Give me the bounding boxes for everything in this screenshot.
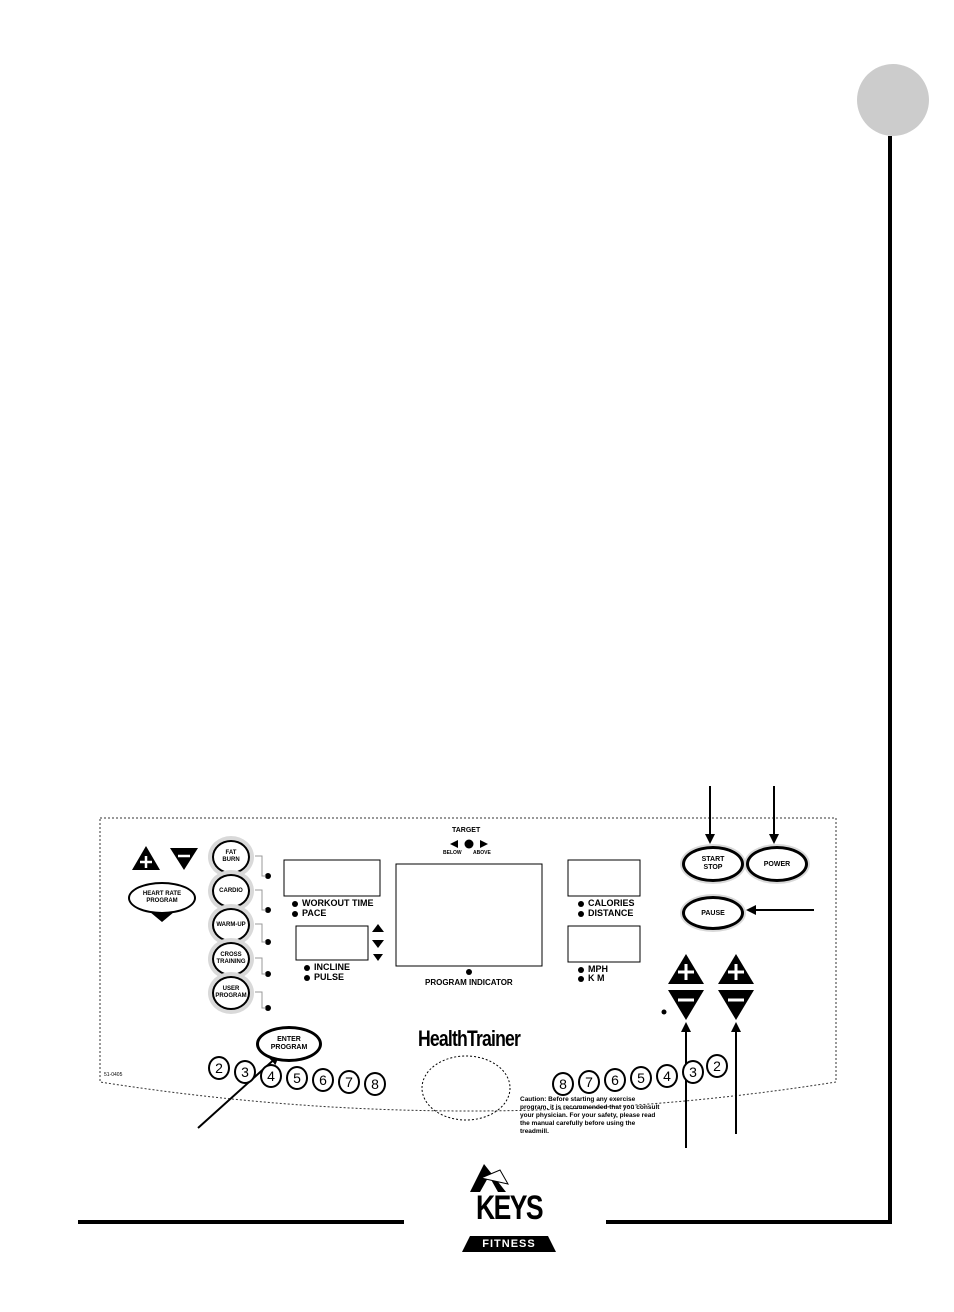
caution-text: Caution: Before starting any exercise pr…	[520, 1096, 660, 1135]
fat-burn-button[interactable]: FAT BURN	[212, 840, 250, 874]
page-badge-circle	[857, 64, 929, 136]
program-profile-display	[395, 863, 543, 967]
incline-display	[295, 925, 369, 961]
incline-minus-button[interactable]	[668, 990, 704, 1020]
target-label: TARGET	[452, 827, 481, 834]
cardio-button[interactable]: CARDIO	[212, 874, 250, 908]
warm-up-button[interactable]: WARM-UP	[212, 908, 250, 942]
small-led	[661, 1009, 667, 1015]
right-quick-key-6[interactable]: 6	[604, 1068, 626, 1092]
left-quick-key-6[interactable]: 6	[312, 1068, 334, 1092]
mph-label: MPH	[578, 964, 608, 974]
target-left-icon	[450, 840, 458, 848]
left-quick-key-2[interactable]: 2	[208, 1056, 230, 1080]
left-quick-key-4[interactable]: 4	[260, 1064, 282, 1088]
heart-rate-down-button[interactable]	[170, 848, 198, 870]
calories-display	[567, 859, 641, 897]
incline-up-icon	[372, 924, 384, 932]
fan-grille	[421, 1055, 511, 1121]
calories-label: CALORIES	[578, 898, 635, 908]
target-right-icon	[480, 840, 488, 848]
workout-time-display	[283, 859, 381, 897]
incline-down-icon	[372, 940, 384, 948]
right-quick-key-2[interactable]: 2	[706, 1054, 728, 1078]
target-dot	[464, 839, 474, 849]
heart-rate-up-button[interactable]	[132, 846, 160, 870]
pace-label: PACE	[292, 908, 326, 918]
workout-time-label: WORKOUT TIME	[292, 898, 374, 908]
user-program-button[interactable]: USER PROGRAM	[212, 976, 250, 1010]
incline-plus-button[interactable]	[668, 954, 704, 984]
km-label: K M	[578, 973, 605, 983]
left-quick-key-5[interactable]: 5	[286, 1066, 308, 1090]
distance-label: DISTANCE	[578, 908, 633, 918]
part-number: 51-0405	[104, 1072, 123, 1078]
right-quick-key-7[interactable]: 7	[578, 1070, 600, 1094]
cross-training-button[interactable]: CROSS TRAINING	[212, 942, 250, 976]
program-leds	[265, 873, 271, 1011]
pulse-label: PULSE	[304, 972, 344, 982]
left-quick-key-8[interactable]: 8	[364, 1072, 386, 1096]
start-stop-button[interactable]: START STOP	[682, 846, 744, 882]
speed-minus-button[interactable]	[718, 990, 754, 1020]
incline-label: INCLINE	[304, 962, 350, 972]
right-quick-key-4[interactable]: 4	[656, 1064, 678, 1088]
left-quick-key-7[interactable]: 7	[338, 1070, 360, 1094]
program-indicator-label: PROGRAM INDICATOR	[425, 978, 513, 987]
program-indicator-dot	[466, 969, 472, 975]
mph-display	[567, 925, 641, 963]
speed-plus-button[interactable]	[718, 954, 754, 984]
left-quick-key-3[interactable]: 3	[234, 1060, 256, 1084]
power-button[interactable]: POWER	[746, 846, 808, 882]
fitness-logo-text: FITNESS	[482, 1238, 536, 1250]
keys-fitness-logo	[462, 1164, 556, 1252]
program-connectors	[255, 855, 266, 1009]
keys-logo-text: KEYS	[476, 1189, 544, 1227]
console-outline	[99, 817, 837, 1112]
right-quick-key-5[interactable]: 5	[630, 1066, 652, 1090]
target-below-label: BELOW	[443, 850, 462, 856]
heart-rate-program-button[interactable]: HEART RATE PROGRAM	[128, 882, 196, 914]
right-quick-key-3[interactable]: 3	[682, 1060, 704, 1084]
right-quick-key-8[interactable]: 8	[552, 1072, 574, 1096]
target-above-label: ABOVE	[473, 850, 491, 856]
pause-button[interactable]: PAUSE	[682, 896, 744, 930]
incline-down-small-icon	[373, 954, 383, 961]
healthtrainer-brand: HealthTrainer	[418, 1026, 521, 1051]
enter-program-button[interactable]: ENTER PROGRAM	[256, 1026, 322, 1062]
